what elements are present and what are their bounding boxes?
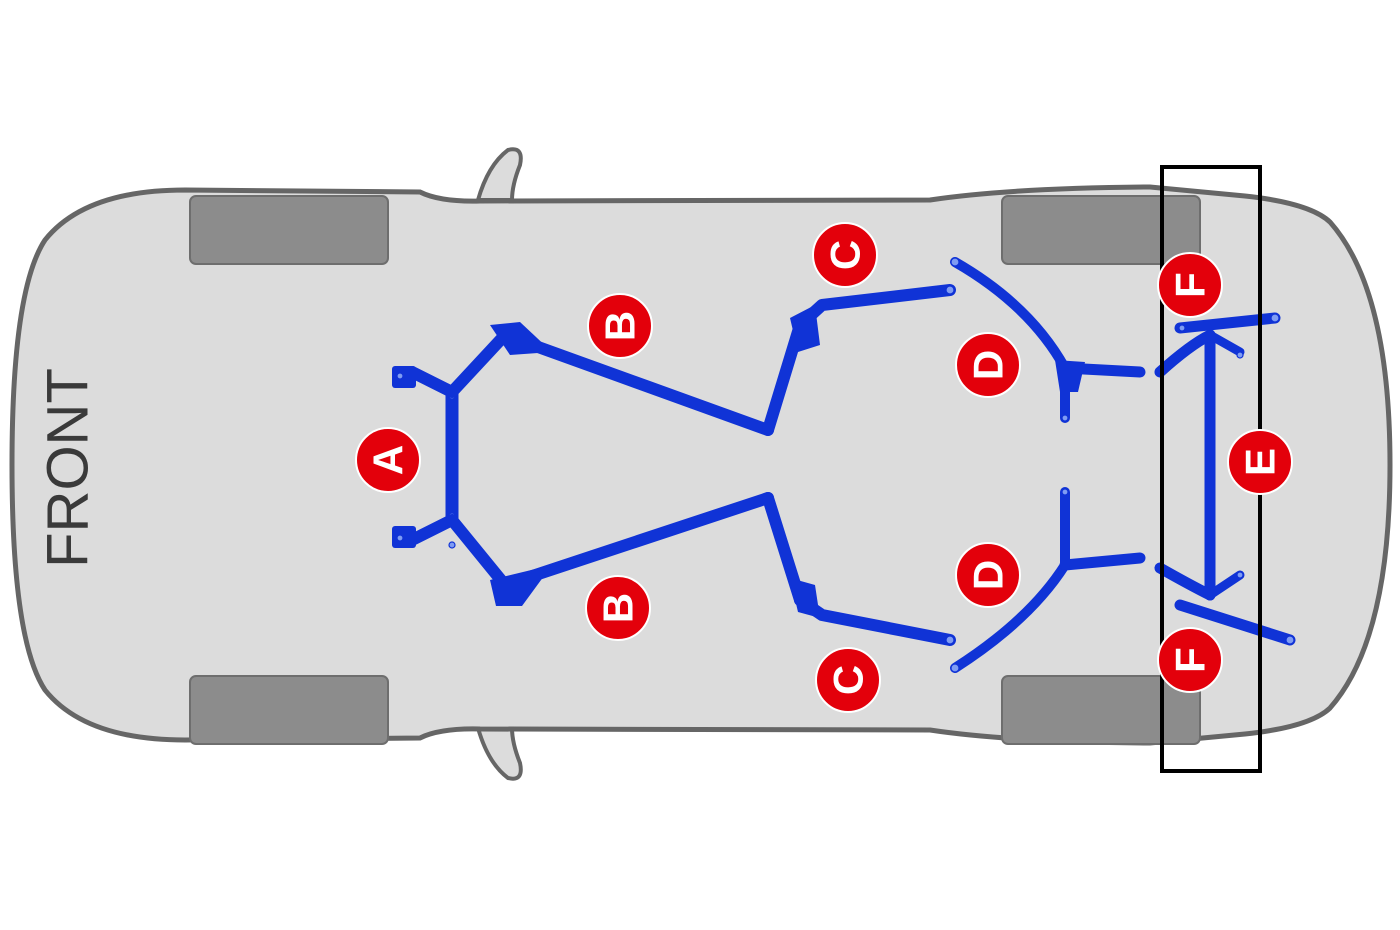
badge-d-top: D <box>955 332 1021 398</box>
brace-d-top <box>950 257 1146 423</box>
badge-b-top: B <box>587 293 653 359</box>
tire-front-top <box>189 195 389 265</box>
mirror-top <box>475 147 523 202</box>
badge-f-bottom: F <box>1157 627 1223 693</box>
tire-rear-bottom <box>1001 675 1201 745</box>
label-f-top: F <box>1167 272 1214 298</box>
brace-a <box>392 366 459 549</box>
badge-c-bottom: C <box>815 647 881 713</box>
label-c-top: C <box>822 240 869 270</box>
label-b-top: B <box>597 311 644 341</box>
badge-b-bottom: B <box>585 575 651 641</box>
tire-rear-top <box>1001 195 1201 265</box>
brace-d-bottom <box>950 487 1146 673</box>
label-d-top: D <box>965 350 1012 380</box>
label-a: A <box>365 445 412 475</box>
tire-front-bottom <box>189 675 389 745</box>
brace-f-bottom <box>1154 562 1296 646</box>
brace-c-bottom <box>762 492 956 646</box>
badge-d-bottom: D <box>955 542 1021 608</box>
badge-e: E <box>1227 429 1293 495</box>
badge-c-top: C <box>812 222 878 288</box>
label-c-bottom: C <box>825 665 872 695</box>
label-e: E <box>1237 448 1284 476</box>
badge-a: A <box>355 427 421 493</box>
label-d-bottom: D <box>965 560 1012 590</box>
label-b-bottom: B <box>595 593 642 623</box>
mirror-bottom <box>475 726 523 781</box>
front-label: FRONT <box>36 368 101 568</box>
brace-c-top <box>762 284 956 436</box>
badge-f-top: F <box>1157 252 1223 318</box>
brace-b-top <box>446 322 774 436</box>
tires <box>189 195 1201 745</box>
label-f-bottom: F <box>1167 647 1214 673</box>
